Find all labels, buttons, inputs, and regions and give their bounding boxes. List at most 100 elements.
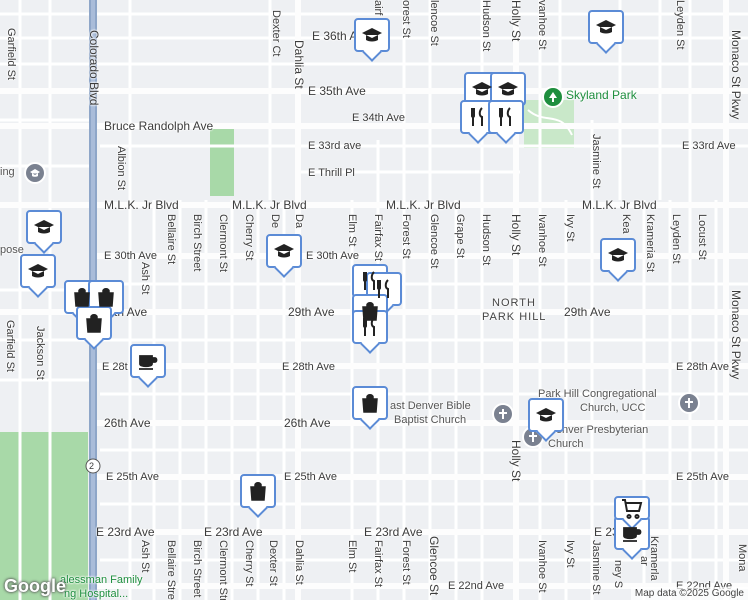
coffee-pin-1[interactable] bbox=[130, 344, 166, 378]
park-area-bruce-randolph bbox=[210, 128, 234, 196]
district-north-line1: NORTH bbox=[492, 297, 536, 309]
street-dexter-bottom: Dexter St bbox=[267, 540, 279, 586]
street-dahlia-top: Dahlia St bbox=[292, 40, 306, 89]
street-29th-right: 29th Ave bbox=[564, 305, 611, 319]
street-mlk-mid2: M.L.K. Jr Blvd bbox=[386, 198, 461, 212]
park-marker-icon[interactable] bbox=[542, 86, 564, 108]
place-presbyterian-line1[interactable]: Denver Presbyterian bbox=[548, 424, 649, 436]
church-marker-icon[interactable] bbox=[492, 403, 514, 425]
street-leyden: Leyden St bbox=[670, 214, 682, 264]
street-e-23rd-mid1: E 23rd Ave bbox=[204, 525, 263, 539]
street-fairfax: Fairfax St bbox=[372, 214, 384, 262]
street-birch-bottom: Birch Street bbox=[191, 540, 203, 598]
place-east-denver-bible-line2[interactable]: Baptist Church bbox=[394, 414, 467, 426]
street-dexter-ct: Dexter Ct bbox=[270, 10, 282, 57]
school-icon bbox=[34, 220, 54, 234]
street-ivy-bottom: Ivy St bbox=[564, 540, 576, 568]
highway-shield-icon bbox=[85, 458, 101, 474]
street-mlk-left: M.L.K. Jr Blvd bbox=[104, 198, 179, 212]
google-logo[interactable]: Google bbox=[4, 576, 66, 596]
street-holly: Holly St bbox=[509, 214, 523, 256]
map-attribution[interactable]: Map data ©2025 Google bbox=[630, 587, 748, 600]
street-krameria: Krameria St bbox=[644, 214, 656, 273]
street-e-23rd-left: E 23rd Ave bbox=[96, 525, 155, 539]
street-ivanhoe: Ivanhoe St bbox=[536, 214, 548, 267]
street-e-25th-left: E 25th Ave bbox=[106, 471, 160, 483]
restaurant-icon bbox=[471, 107, 483, 126]
shopping-pin-6[interactable] bbox=[240, 474, 276, 508]
street-e-30th-left: E 30th Ave bbox=[104, 250, 158, 262]
school-marker-small-icon[interactable] bbox=[24, 162, 46, 184]
shopping-bag-icon bbox=[362, 302, 378, 321]
school-icon bbox=[498, 82, 518, 96]
street-forest-top: orest St bbox=[400, 0, 412, 38]
street-ash: Ash St bbox=[139, 262, 151, 295]
school-pin-2[interactable] bbox=[588, 10, 624, 44]
shopping-cart-icon bbox=[622, 499, 643, 519]
street-e-34th: E 34th Ave bbox=[352, 112, 406, 124]
restaurant-pin-5[interactable] bbox=[352, 310, 388, 344]
school-pin-9[interactable] bbox=[528, 398, 564, 432]
school-pin-6[interactable] bbox=[20, 254, 56, 288]
street-jasmine-top: Jasmine St bbox=[590, 134, 602, 189]
shopping-cart-pin[interactable] bbox=[614, 496, 650, 520]
church-marker-icon-2[interactable] bbox=[678, 392, 700, 414]
street-colorado-blvd: Colorado Blvd bbox=[87, 30, 101, 106]
street-elm: Elm St bbox=[346, 214, 358, 247]
street-e-25th-right: E 25th Ave bbox=[676, 471, 730, 483]
park-area-southwest bbox=[0, 432, 88, 600]
district-park-hill-line2: PARK HILL bbox=[482, 311, 547, 323]
street-monaco: Monaco St Pkwy bbox=[729, 290, 743, 380]
street-e-33rd-right: E 33rd Ave bbox=[682, 140, 736, 152]
place-park-hill-congregational-line2[interactable]: Church, UCC bbox=[580, 402, 646, 414]
coffee-icon bbox=[623, 527, 642, 542]
restaurant-icon bbox=[363, 271, 375, 290]
school-pin-5[interactable] bbox=[26, 210, 62, 244]
street-leyden-top: Leyden St bbox=[674, 0, 686, 50]
street-26th-mid: 26th Ave bbox=[284, 416, 331, 430]
street-glencoe-top: lencoe St bbox=[428, 0, 440, 46]
street-holly-top: Holly St bbox=[509, 0, 523, 42]
shopping-pin-4[interactable] bbox=[76, 306, 112, 340]
shopping-bag-icon bbox=[98, 288, 114, 307]
street-locust: Locust St bbox=[696, 214, 708, 260]
school-pin-1[interactable] bbox=[354, 18, 390, 52]
street-cherry: Cherry St bbox=[243, 214, 255, 261]
street-e-30th-mid: E 30th Ave bbox=[306, 250, 360, 262]
street-hudson: Hudson St bbox=[480, 214, 492, 266]
street-jasmine-bottom: Jasmine St bbox=[590, 540, 602, 595]
shopping-bag-icon bbox=[362, 394, 378, 413]
coffee-pin-2[interactable] bbox=[614, 516, 650, 550]
place-presbyterian-line2[interactable]: Church bbox=[548, 438, 584, 450]
street-glencoe-bottom: Glencoe St bbox=[427, 536, 441, 596]
school-pin-7[interactable] bbox=[266, 234, 302, 268]
school-icon bbox=[608, 248, 628, 262]
restaurant-pin-2[interactable] bbox=[488, 100, 524, 134]
place-park-hill-congregational-line1[interactable]: Park Hill Congregational bbox=[538, 388, 657, 400]
street-ney-fragment: ney S bbox=[612, 560, 624, 589]
restaurant-pin-4[interactable] bbox=[366, 272, 402, 306]
street-bellaire: Bellaire St bbox=[165, 214, 177, 265]
street-e-23rd-mid2: E 23rd Ave bbox=[364, 525, 423, 539]
place-left-cut-1: ing bbox=[0, 166, 15, 178]
street-dahlia-bottom: Dahlia St bbox=[293, 540, 305, 585]
street-fairfax-bottom: Fairfax St bbox=[372, 540, 384, 588]
street-ivanhoe-top: vanhoe St bbox=[536, 0, 548, 50]
shopping-pin-5[interactable] bbox=[352, 386, 388, 420]
place-east-denver-bible-line1[interactable]: ast Denver Bible bbox=[390, 400, 471, 412]
street-dahlia-mid: Da bbox=[293, 214, 305, 229]
school-icon bbox=[472, 82, 492, 96]
street-forest-bottom: Forest St bbox=[400, 540, 412, 585]
street-grape: Grape St bbox=[454, 214, 466, 259]
place-skyland-park[interactable]: Skyland Park bbox=[566, 88, 637, 102]
street-clermont: Clermont St bbox=[217, 214, 229, 273]
place-salesman-line1[interactable]: alessman Family bbox=[60, 574, 143, 586]
shopping-pin-3[interactable] bbox=[88, 280, 124, 314]
street-e-28th-left: E 28t bbox=[102, 361, 128, 373]
place-salesman-line2[interactable]: ng Hospital... bbox=[64, 588, 129, 600]
school-pin-8[interactable] bbox=[600, 238, 636, 272]
street-clermont-bottom: Clermont Street bbox=[217, 540, 229, 600]
restaurant-icon bbox=[363, 317, 375, 336]
school-icon bbox=[362, 28, 382, 42]
